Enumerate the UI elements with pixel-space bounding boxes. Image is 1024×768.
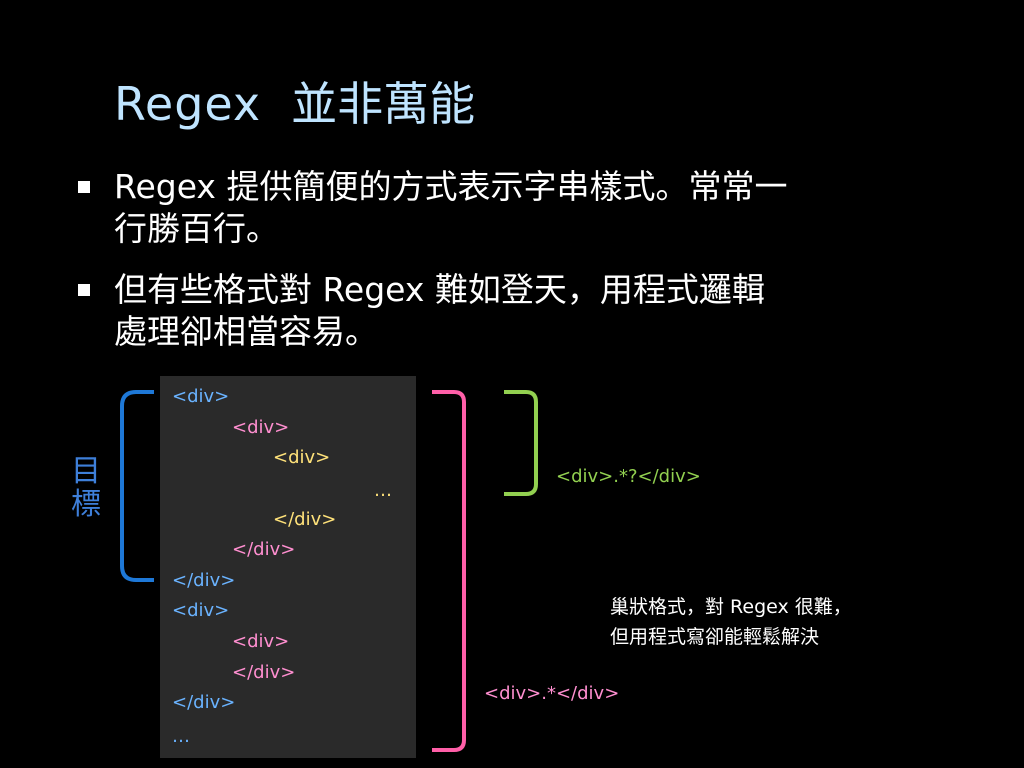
target-label-char-2: 標 (71, 487, 101, 522)
note-line-2: 但用程式寫卻能輕鬆解決 (610, 626, 820, 648)
code-line: <div> (232, 417, 290, 438)
code-line: </div> (232, 662, 296, 683)
code-line: … (172, 726, 190, 747)
greedy-regex-label: <div>.*</div> (484, 683, 620, 704)
title-word: Regex (114, 77, 262, 131)
greedy-match-bracket (432, 390, 466, 752)
target-label-char-1: 目 (71, 454, 101, 489)
lazy-match-bracket (504, 390, 538, 496)
code-line: <div> (172, 600, 230, 621)
title-rest: 並非萬能 (291, 77, 476, 131)
code-line: </div> (172, 570, 236, 591)
bullet-1-line-2: 行勝百行。 (114, 209, 279, 248)
code-line: </div> (273, 509, 337, 530)
bullet-2: 但有些格式對 Regex 難如登天，用程式邏輯 處理卻相當容易。 (114, 269, 974, 353)
code-line: </div> (172, 692, 236, 713)
target-bracket (120, 390, 154, 582)
bullet-2-line-2: 處理卻相當容易。 (114, 312, 378, 351)
code-block: <div> <div> <div> … </div> </div> </div>… (160, 376, 416, 758)
bullet-square-icon (78, 284, 90, 296)
bullet-square-icon (78, 181, 90, 193)
slide-title: Regex 並非萬能 (114, 68, 475, 134)
code-line: <div> (273, 447, 331, 468)
note-line-1: 巢狀格式，對 Regex 很難， (610, 596, 852, 618)
code-line: </div> (232, 539, 296, 560)
target-label: 目 標 (68, 455, 104, 521)
nested-format-note: 巢狀格式，對 Regex 很難， 但用程式寫卻能輕鬆解決 (610, 592, 852, 652)
code-line: … (374, 480, 392, 501)
bullet-1-line-1: Regex 提供簡便的方式表示字串樣式。常常一 (114, 167, 788, 206)
bullet-1: Regex 提供簡便的方式表示字串樣式。常常一 行勝百行。 (114, 166, 974, 250)
code-line: <div> (232, 631, 290, 652)
bullet-2-line-1: 但有些格式對 Regex 難如登天，用程式邏輯 (114, 270, 765, 309)
code-line: <div> (172, 386, 230, 407)
lazy-regex-label: <div>.*?</div> (556, 466, 701, 487)
